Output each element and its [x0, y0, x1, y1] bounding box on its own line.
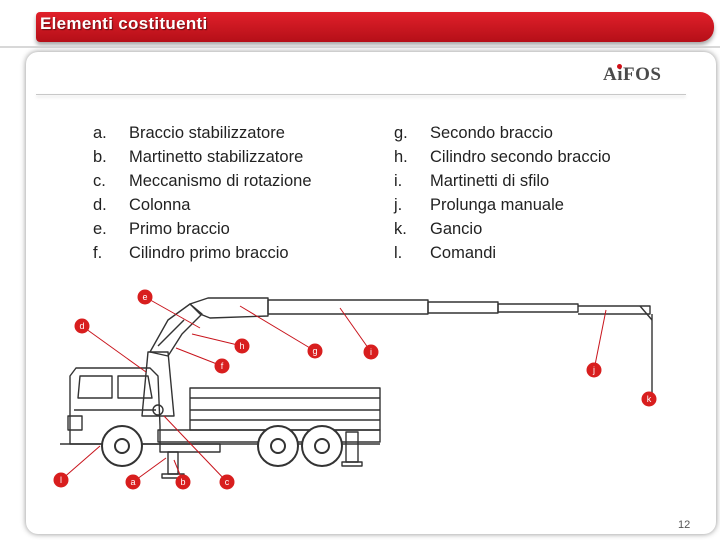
marker-k: k	[641, 391, 657, 407]
rotation-mechanism	[152, 404, 164, 416]
manual-extension	[497, 303, 579, 313]
legend-letter: k.	[394, 220, 407, 238]
page-number: 12	[678, 519, 691, 531]
marker-h: h	[234, 338, 250, 354]
boom-extension	[427, 301, 499, 314]
cab-window	[77, 375, 113, 399]
slide-title: Elementi costituenti	[40, 14, 208, 33]
legend-item: c. Meccanismo di rotazione	[93, 169, 363, 193]
legend-label: Martinetto stabilizzatore	[129, 148, 304, 166]
legend-item: h. Cilindro secondo braccio	[394, 145, 674, 169]
marker-label: h	[239, 341, 244, 351]
marker-label: d	[79, 321, 84, 331]
logo-dot-icon	[617, 64, 622, 69]
legend-letter: b.	[93, 148, 107, 166]
marker-label: k	[647, 394, 652, 404]
legend-item: f. Cilindro primo braccio	[93, 241, 363, 265]
legend-label: Comandi	[430, 244, 497, 262]
legend-item: j. Prolunga manuale	[394, 193, 674, 217]
legend-label: Martinetti di sfilo	[430, 172, 550, 190]
marker-g: g	[307, 343, 323, 359]
crane-column	[141, 351, 175, 417]
legend-left: a. Braccio stabilizzatore b. Martinetto st…	[93, 121, 363, 265]
top-divider	[0, 46, 720, 48]
marker-c: c	[219, 474, 235, 490]
marker-label: e	[142, 292, 147, 302]
aifos-logo: AiFOS	[603, 64, 662, 85]
legend-letter: g.	[394, 124, 408, 142]
legend-item: k. Gancio	[394, 217, 674, 241]
legend-letter: j.	[394, 196, 403, 214]
marker-a: a	[125, 474, 141, 490]
legend-letter: l.	[394, 244, 403, 262]
marker-e: e	[137, 289, 153, 305]
cab-window	[117, 375, 153, 399]
marker-b: b	[175, 474, 191, 490]
marker-j: j	[586, 362, 602, 378]
rear-stabilizer-jack	[345, 431, 359, 463]
legend-letter: c.	[93, 172, 106, 190]
marker-label: f	[221, 361, 224, 371]
marker-label: j	[592, 365, 595, 375]
legend-letter: e.	[93, 220, 107, 238]
truck-crane-diagram: a b c d e f g h i j k l	[53, 289, 657, 490]
legend-item: a. Braccio stabilizzatore	[93, 121, 363, 145]
legend-item: l. Comandi	[394, 241, 674, 265]
marker-label: c	[225, 477, 230, 487]
stabilizer-jack	[167, 451, 179, 475]
legend-label: Cilindro secondo braccio	[430, 148, 611, 166]
first-boom	[149, 303, 203, 357]
legend-letter: h.	[394, 148, 408, 166]
legend-letter: a.	[93, 124, 107, 142]
marker-l: l	[53, 472, 69, 488]
panel-divider	[36, 94, 686, 95]
boom-extension	[267, 299, 429, 315]
legend-item: b. Martinetto stabilizzatore	[93, 145, 363, 169]
legend-label: Colonna	[129, 196, 191, 214]
marker-label: b	[180, 477, 185, 487]
legend-label: Prolunga manuale	[430, 196, 564, 214]
legend-letter: i.	[394, 172, 403, 190]
marker-d: d	[74, 318, 90, 334]
marker-f: f	[214, 358, 230, 374]
legend-letter: f.	[93, 244, 103, 262]
stabilizer-arm	[159, 443, 221, 453]
second-boom	[189, 297, 269, 319]
marker-i: i	[363, 344, 379, 360]
legend-label: Primo braccio	[129, 220, 230, 238]
cab-grille	[67, 415, 83, 431]
legend-label: Braccio stabilizzatore	[129, 124, 285, 142]
marker-label: g	[312, 346, 317, 356]
marker-label: a	[130, 477, 135, 487]
legend-letter: d.	[93, 196, 107, 214]
legend-item: g. Secondo braccio	[394, 121, 674, 145]
legend-label: Gancio	[430, 220, 483, 238]
cargo-bed	[189, 387, 381, 431]
legend-label: Secondo braccio	[430, 124, 553, 142]
legend-item: d. Colonna	[93, 193, 363, 217]
legend-label: Meccanismo di rotazione	[129, 172, 312, 190]
legend-item: e. Primo braccio	[93, 217, 363, 241]
title-bar	[36, 12, 714, 42]
legend-label: Cilindro primo braccio	[129, 244, 289, 262]
legend-right: g. Secondo braccio h. Cilindro secondo bra…	[394, 121, 674, 265]
marker-label: i	[370, 347, 372, 357]
legend-item: i. Martinetti di sfilo	[394, 169, 674, 193]
leader-lines	[60, 296, 653, 483]
marker-label: l	[60, 475, 62, 485]
